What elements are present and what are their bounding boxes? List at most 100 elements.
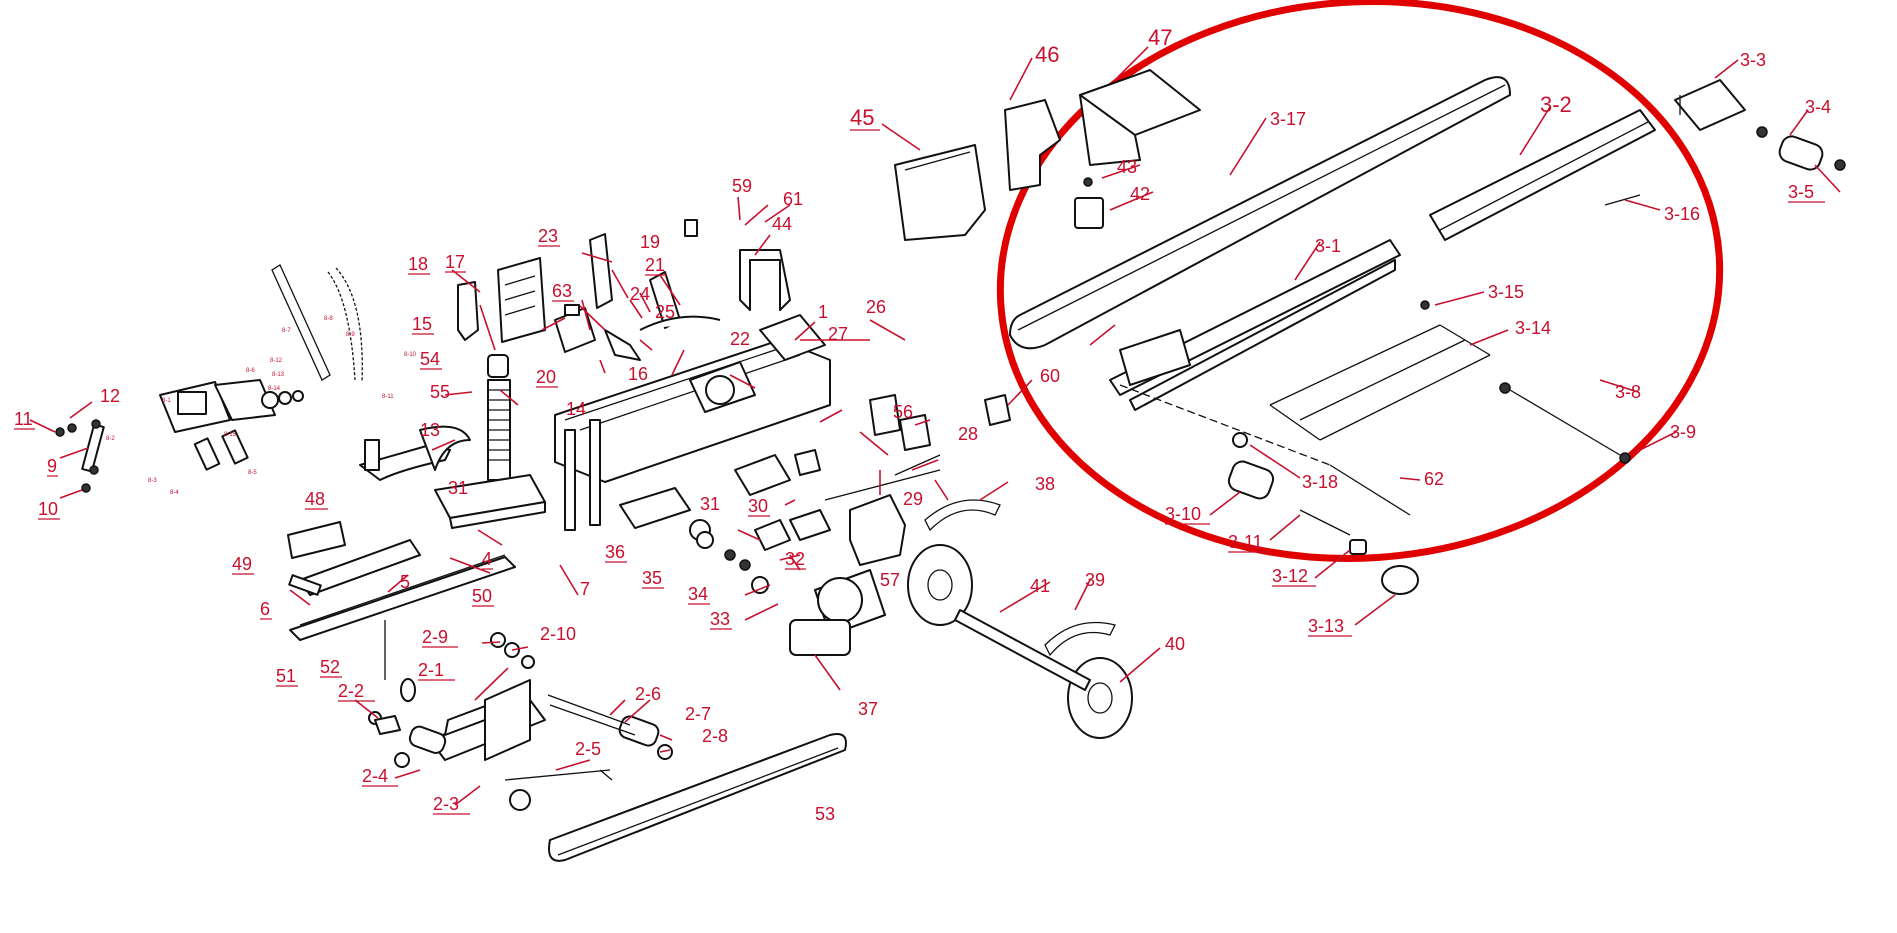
engine-group [689,394,941,656]
label-3-17: 3-17 [1270,109,1306,129]
highlight-ellipse [996,0,1724,562]
main-frame-group [554,314,831,531]
label-52: 52 [320,657,340,677]
label-3-14: 3-14 [1515,318,1551,338]
label-8-7: 8-7 [282,328,291,334]
label-19: 19 [640,232,660,252]
label-12: 12 [100,386,120,406]
label-8-9: 8-9 [346,332,355,338]
label-29: 29 [903,489,923,509]
label-8-12: 8-12 [270,358,283,364]
label-41: 41 [1030,576,1050,596]
label-15: 15 [412,314,432,334]
label-9: 9 [47,456,57,476]
label-46: 46 [1035,42,1059,67]
label-2-10: 2-10 [540,624,576,644]
chain-drive-group [55,264,363,493]
label-47: 47 [1148,25,1172,50]
label-5: 5 [400,572,410,592]
control-panel-group [457,219,791,361]
label-14: 14 [566,399,586,419]
part-labels: 1 2-1 2-2 2-3 2-4 2-5 2-6 2-7 2-8 2-9 2-… [14,25,1831,824]
label-8-13: 8-13 [272,372,285,378]
label-16: 16 [628,364,648,384]
wheel-group [907,499,1133,739]
label-31a: 31 [448,478,468,498]
label-63: 63 [552,281,572,301]
label-33: 33 [710,609,730,629]
label-2-3: 2-3 [433,794,459,814]
label-26: 26 [866,297,886,317]
label-34: 34 [688,584,708,604]
label-36: 36 [605,542,625,562]
conveyor-assembly-group [984,76,1846,595]
label-61: 61 [783,189,803,209]
label-54: 54 [420,349,440,369]
label-2-7: 2-7 [685,704,711,724]
label-3-2: 3-2 [1540,92,1572,117]
label-21: 21 [645,255,665,275]
label-3-3: 3-3 [1740,50,1766,70]
label-8-3: 8-3 [148,478,157,484]
label-2-9: 2-9 [422,627,448,647]
label-59: 59 [732,176,752,196]
label-8-15: 8-15 [224,432,237,438]
label-28: 28 [958,424,978,444]
label-18: 18 [408,254,428,274]
label-8-10: 8-10 [404,352,417,358]
label-3-10: 3-10 [1165,504,1201,524]
label-17: 17 [445,252,465,272]
label-43: 43 [1117,157,1137,177]
label-55: 55 [430,382,450,402]
label-51: 51 [276,666,296,686]
conveyor-53-group [548,733,847,862]
label-3-12: 3-12 [1272,566,1308,586]
label-8-11: 8-11 [382,394,394,400]
label-3-5: 3-5 [1788,182,1814,202]
label-31b: 31 [700,494,720,514]
label-3-8: 3-8 [1615,382,1641,402]
label-50: 50 [472,586,492,606]
label-2-6: 2-6 [635,684,661,704]
label-2-1: 2-1 [418,660,444,680]
label-56: 56 [893,402,913,422]
label-3-18: 3-18 [1302,472,1338,492]
label-8-5: 8-5 [248,470,257,476]
label-8-4: 8-4 [170,490,179,496]
label-2-2: 2-2 [338,681,364,701]
leader-lines [29,46,1841,806]
label-8-14: 8-14 [268,386,281,392]
label-32: 32 [785,549,805,569]
label-2-4: 2-4 [362,766,388,786]
label-2-5: 2-5 [575,739,601,759]
top-guards-group [894,69,1201,241]
label-11: 11 [14,409,33,429]
label-44: 44 [772,214,792,234]
label-40: 40 [1165,634,1185,654]
label-3-1: 3-1 [1315,236,1341,256]
label-38: 38 [1035,474,1055,494]
label-3-4: 3-4 [1805,97,1831,117]
label-49: 49 [232,554,252,574]
label-37: 37 [858,699,878,719]
label-30: 30 [748,496,768,516]
label-3-11: 3-11 [1228,532,1263,552]
label-10: 10 [38,499,58,519]
lift-assembly-group [368,620,673,811]
label-48: 48 [305,489,325,509]
label-7: 7 [580,579,590,599]
label-62: 62 [1424,469,1444,489]
label-53: 53 [815,804,835,824]
label-23: 23 [538,226,558,246]
label-20: 20 [536,367,556,387]
label-3-15: 3-15 [1488,282,1524,302]
label-6: 6 [260,599,270,619]
label-42: 42 [1130,184,1150,204]
label-60: 60 [1040,366,1060,386]
label-57: 57 [880,570,900,590]
label-35: 35 [642,568,662,588]
cylinder-group [287,354,546,641]
label-39: 39 [1085,570,1105,590]
label-3-9: 3-9 [1670,422,1696,442]
